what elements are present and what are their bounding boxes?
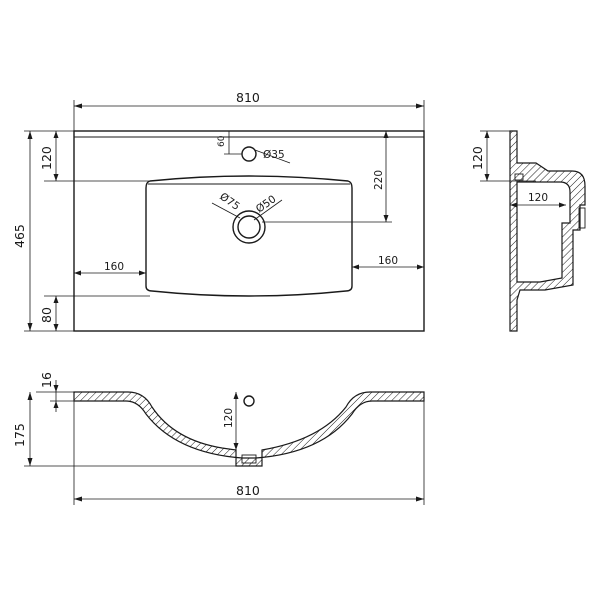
front-section: 120 16 175 810: [12, 372, 425, 505]
front-margin-label: 120: [39, 146, 54, 170]
front-overflow-hole: [243, 395, 255, 407]
right-offset-label: 160: [378, 255, 398, 267]
left-offset-label: 160: [104, 261, 124, 273]
front-section-profile: [73, 391, 425, 467]
side-slot-mark: [514, 173, 524, 181]
bowl-depth-label: 120: [223, 408, 235, 428]
basin-outline: [145, 175, 353, 297]
tap-offset-label: 60: [217, 135, 227, 147]
side-height-arrow-bottom: [484, 174, 490, 181]
side-section-profile: [509, 130, 586, 332]
side-inner-arrow-l: [510, 202, 517, 208]
depth-arrow-top: [27, 131, 33, 139]
rear-margin-arrow-bottom: [53, 324, 59, 331]
tap-hole-label: Ø35: [263, 149, 285, 161]
depth-arrow-bottom: [27, 323, 33, 331]
width-label: 810: [236, 90, 260, 105]
front-width-label: 810: [236, 483, 260, 498]
front-margin-arrow-top: [53, 131, 59, 138]
width-arrow-r: [416, 103, 424, 109]
front-width-arrow-l: [74, 496, 82, 502]
right-offset-arrow-l: [352, 264, 359, 270]
drain-inner: [237, 215, 261, 239]
basin-depth-arrow-bottom: [383, 215, 389, 222]
front-height-arrow-bottom: [27, 458, 33, 466]
front-margin-arrow-bottom: [53, 174, 59, 181]
left-offset-arrow-r: [139, 270, 146, 276]
side-height-arrow-top: [484, 131, 490, 138]
front-height-arrow-top: [27, 392, 33, 400]
side-inner-label: 120: [528, 192, 548, 204]
side-section: 120 120: [470, 130, 586, 332]
rim-arrow-top: [53, 385, 59, 392]
rear-margin-arrow-top: [53, 296, 59, 303]
basin-depth-label: 220: [373, 170, 385, 190]
side-overflow-slot: [578, 207, 586, 229]
right-offset-arrow-r: [417, 264, 424, 270]
tap-leader: [254, 149, 291, 164]
drain-outer-leader: [211, 202, 241, 219]
basin-depth-arrow-top: [383, 131, 389, 138]
drain-inner-leader: [253, 199, 283, 221]
side-inner-arrow-r: [559, 202, 566, 208]
rear-margin-label: 80: [39, 307, 54, 323]
drain-inner-label: Ø50: [254, 193, 279, 215]
left-offset-arrow-l: [74, 270, 81, 276]
bowl-depth-arrow-top: [233, 392, 239, 399]
side-height-label: 120: [470, 146, 485, 170]
tap-hole: [241, 146, 257, 162]
drain-outer-label: Ø75: [217, 191, 242, 213]
width-arrow-l: [74, 103, 82, 109]
top-view: Ø35 60 Ø75 Ø50 220 160 160: [12, 90, 425, 332]
bowl-depth-arrow-bottom: [233, 443, 239, 450]
rim-label: 16: [39, 372, 54, 388]
depth-label: 465: [12, 224, 27, 248]
front-height-label: 175: [12, 423, 27, 447]
rim-arrow-bottom: [53, 401, 59, 408]
drain-outer: [232, 210, 266, 244]
front-width-arrow-r: [416, 496, 424, 502]
front-drain-slot: [241, 454, 257, 464]
countertop-outline: [73, 130, 425, 332]
